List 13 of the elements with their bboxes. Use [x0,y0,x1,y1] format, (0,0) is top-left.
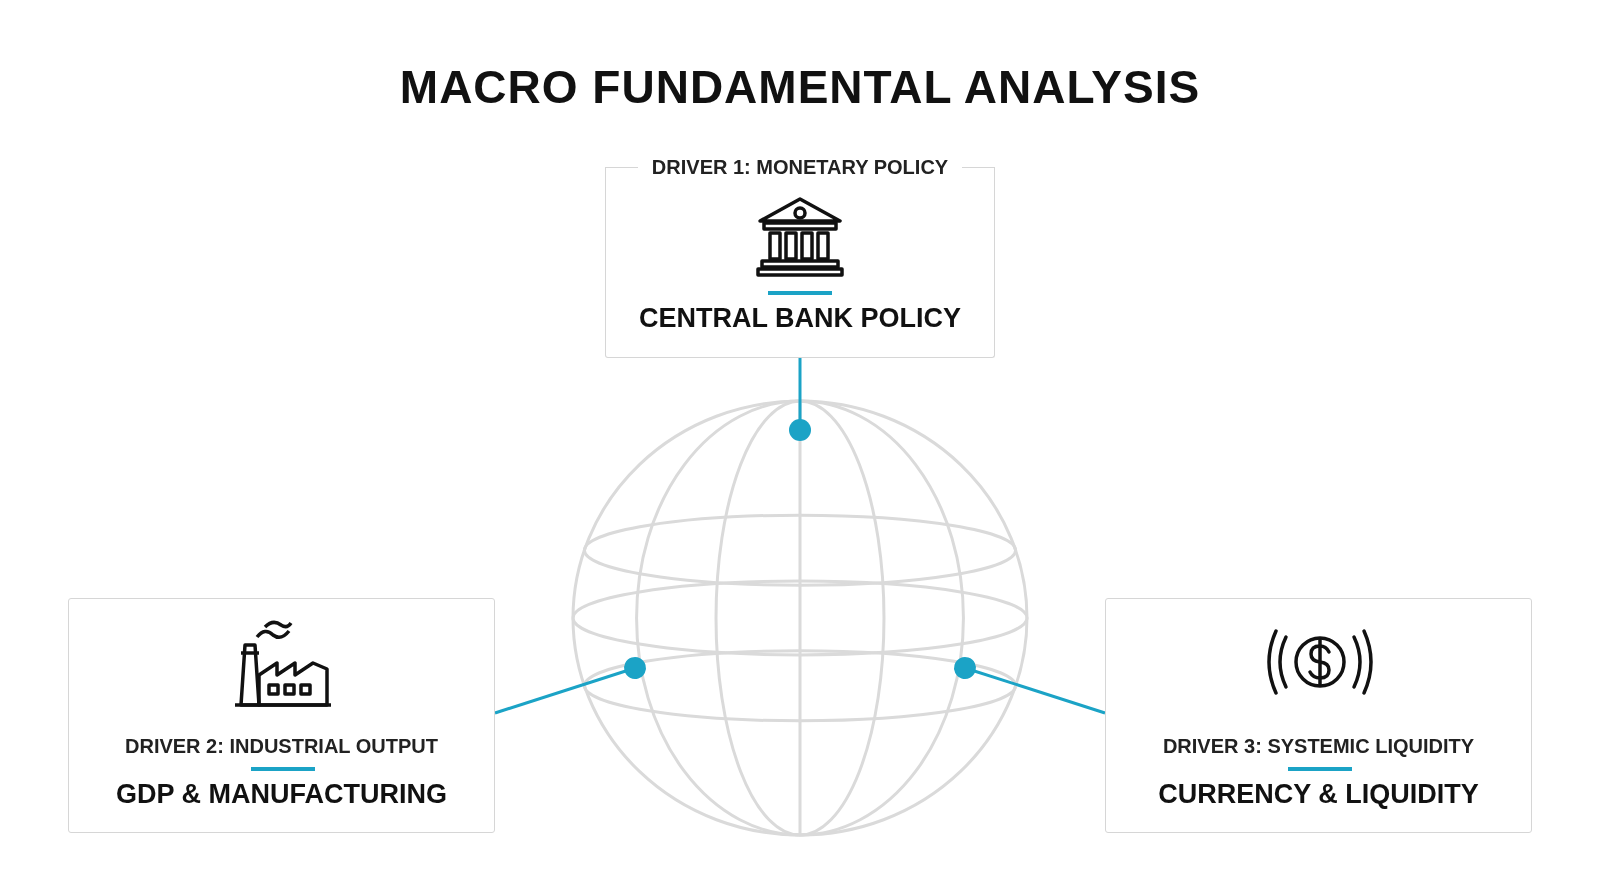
diagram-title: MACRO FUNDAMENTAL ANALYSIS [398,60,1202,114]
connector-line [954,657,1106,715]
connector-line [494,657,646,715]
driver-heading: DRIVER 2: INDUSTRIAL OUTPUT [124,735,439,758]
driver-title: GDP & MANUFACTURING [115,779,448,810]
driver-title: CENTRAL BANK POLICY [638,303,962,334]
driver-card [68,598,495,833]
driver-card [1105,598,1532,833]
driver-heading: DRIVER 1: MONETARY POLICY [651,155,949,179]
driver-title: CURRENCY & LIQUIDITY [1157,779,1480,810]
globe-drawing [570,398,1030,838]
driver-heading: DRIVER 3: SYSTEMIC LIQUIDITY [1161,735,1476,758]
connector-line [789,358,811,441]
